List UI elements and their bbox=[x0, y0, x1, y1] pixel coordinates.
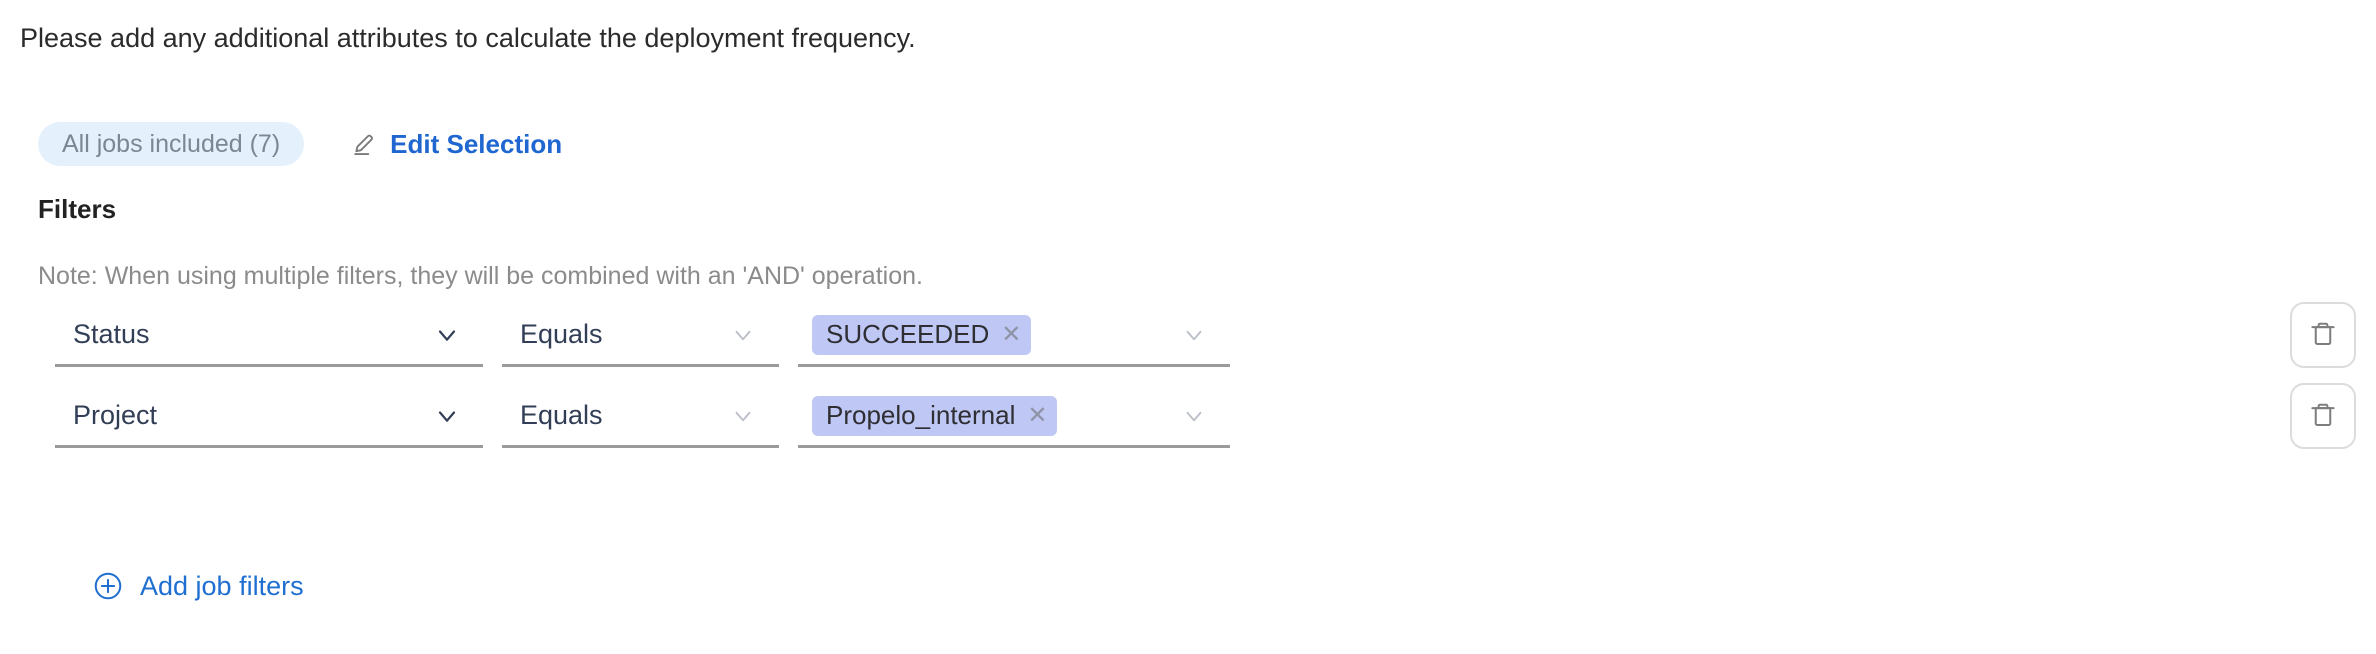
delete-filter-button[interactable] bbox=[2290, 383, 2356, 449]
chevron-down-icon bbox=[729, 321, 757, 349]
filters-note: Note: When using multiple filters, they … bbox=[38, 262, 923, 290]
filter-value-chip-label: Propelo_internal bbox=[826, 400, 1016, 430]
filter-row: Project Equals Propelo_internal ✕ bbox=[0, 383, 2376, 466]
filter-value-select[interactable]: Propelo_internal ✕ bbox=[798, 386, 1230, 448]
filter-attribute-select[interactable]: Project bbox=[55, 386, 483, 448]
filter-value-chip[interactable]: Propelo_internal ✕ bbox=[812, 395, 1058, 436]
chevron-down-icon bbox=[1180, 321, 1208, 349]
filters-heading: Filters bbox=[38, 194, 117, 224]
add-job-filters-label: Add job filters bbox=[140, 570, 304, 601]
filter-attribute-select[interactable]: Status bbox=[55, 305, 483, 367]
all-jobs-included-badge: All jobs included (7) bbox=[38, 122, 305, 166]
page-instruction-text: Please add any additional attributes to … bbox=[20, 23, 916, 53]
chevron-down-icon bbox=[433, 402, 461, 430]
filter-value-chips: SUCCEEDED ✕ bbox=[798, 314, 1032, 355]
chevron-down-icon bbox=[729, 402, 757, 430]
filter-attribute-value: Project bbox=[73, 400, 158, 430]
pencil-icon bbox=[352, 131, 378, 157]
close-icon[interactable]: ✕ bbox=[1001, 320, 1022, 348]
filter-value-chip[interactable]: SUCCEEDED ✕ bbox=[812, 314, 1032, 355]
delete-filter-button[interactable] bbox=[2290, 302, 2356, 368]
close-icon[interactable]: ✕ bbox=[1027, 401, 1048, 429]
filter-operator-select[interactable]: Equals bbox=[502, 305, 779, 367]
filter-value-select[interactable]: SUCCEEDED ✕ bbox=[798, 305, 1230, 367]
filter-row: Status Equals SUCCEEDED ✕ bbox=[0, 302, 2376, 385]
edit-selection-button[interactable]: Edit Selection bbox=[352, 129, 562, 160]
filter-value-chips: Propelo_internal ✕ bbox=[798, 395, 1058, 436]
chevron-down-icon bbox=[1180, 402, 1208, 430]
filter-operator-value: Equals bbox=[520, 319, 603, 349]
job-selection-row: All jobs included (7) Edit Selection bbox=[38, 122, 562, 166]
plus-circle-icon bbox=[92, 570, 124, 602]
filter-value-chip-label: SUCCEEDED bbox=[826, 319, 990, 349]
filter-operator-value: Equals bbox=[520, 400, 603, 430]
add-job-filters-button[interactable]: Add job filters bbox=[92, 570, 304, 602]
trash-icon bbox=[2308, 319, 2338, 352]
filter-attribute-value: Status bbox=[73, 319, 150, 349]
trash-icon bbox=[2308, 400, 2338, 433]
filter-operator-select[interactable]: Equals bbox=[502, 386, 779, 448]
chevron-down-icon bbox=[433, 321, 461, 349]
edit-selection-label: Edit Selection bbox=[390, 128, 563, 159]
